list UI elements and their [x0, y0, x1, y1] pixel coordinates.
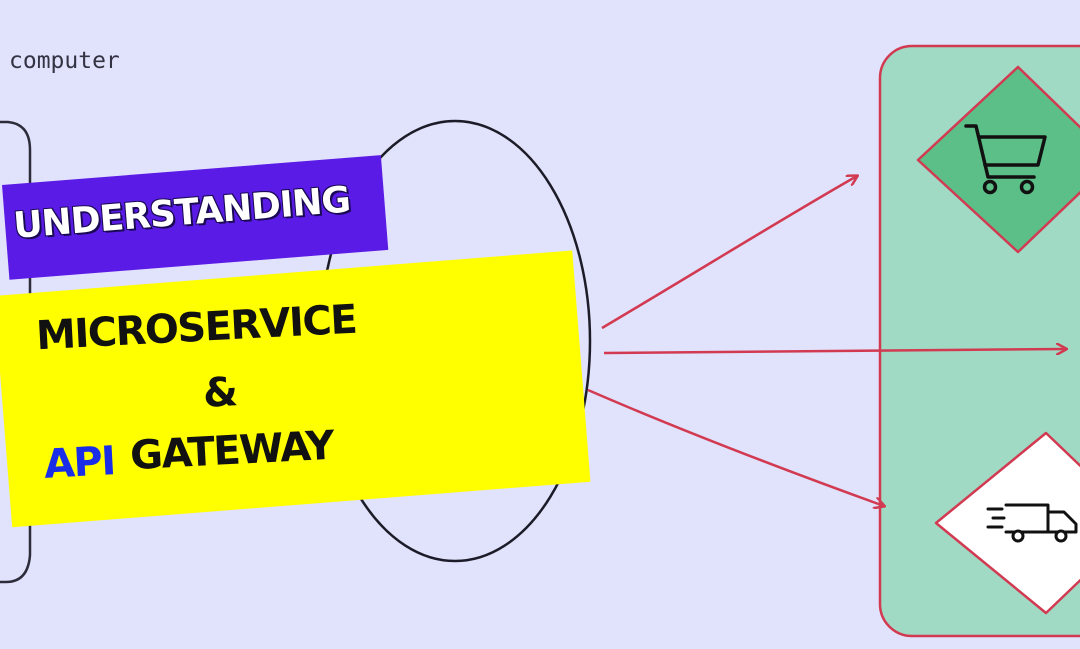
arrow-to-shipping-service	[587, 388, 884, 506]
shopping-cart-icon	[964, 124, 1047, 195]
delivery-truck-icon	[986, 503, 1078, 543]
banner-title-api: API	[42, 438, 116, 488]
shipping-service-diamond	[934, 431, 1080, 615]
arrow-to-middle-service	[603, 349, 1066, 353]
banner-title-ampersand: &	[201, 369, 238, 417]
client-node-label: computer	[9, 48, 120, 74]
banner-yellow-block	[0, 250, 591, 528]
cart-service-diamond	[916, 65, 1080, 254]
arrow-to-cart-service	[601, 176, 857, 330]
